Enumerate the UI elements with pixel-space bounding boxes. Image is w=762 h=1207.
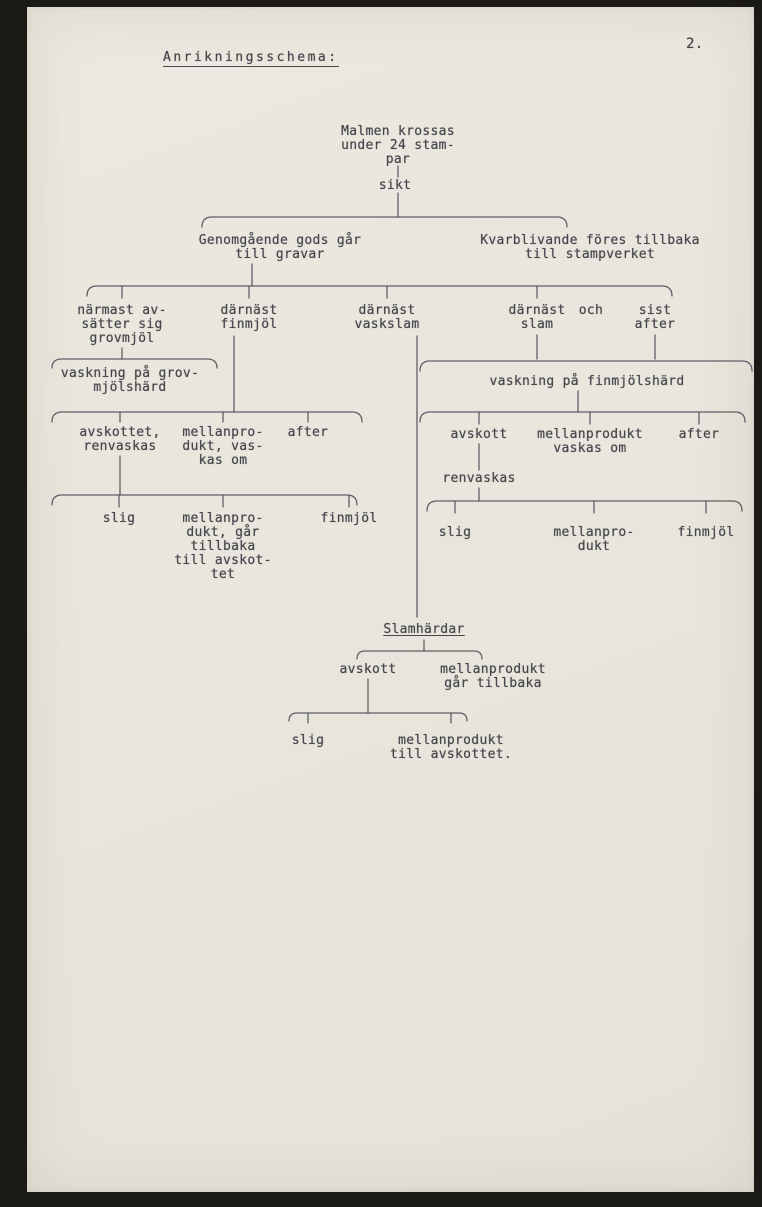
node-avskottet-renvaskas: avskottet,renvaskas (79, 425, 161, 454)
node-slig-slam: slig (291, 733, 325, 748)
node-mellanprodukt-fin: mellanpro-dukt (553, 525, 635, 554)
node-slig-grov: slig (102, 511, 136, 526)
node-vaskning-grovmjolshard: vaskning på grov-mjölshärd (60, 366, 200, 395)
node-finmjol-grov: finmjöl (320, 511, 378, 526)
node-finmjol-fin: finmjöl (677, 525, 735, 540)
node-after-grov: after (287, 425, 329, 440)
node-after-fin: after (678, 427, 720, 442)
node-avskott-fin: avskott (450, 427, 508, 442)
node-vaskning-finmjolshard: vaskning på finmjölshärd (489, 374, 685, 389)
node-slig-fin: slig (438, 525, 472, 540)
node-och: och (578, 303, 604, 318)
node-slamhardar: Slamhärdar (383, 622, 465, 637)
node-mellanprodukt-vaskas-om: mellanpro-dukt, vas-kas om (182, 425, 264, 468)
page-number: 2. (686, 36, 704, 52)
node-sikt: sikt (378, 178, 412, 193)
node-avskott-slam: avskott (339, 662, 397, 677)
document-title: Anrikningsschema: (163, 50, 339, 67)
node-renvaskas-fin: renvaskas (442, 471, 516, 486)
